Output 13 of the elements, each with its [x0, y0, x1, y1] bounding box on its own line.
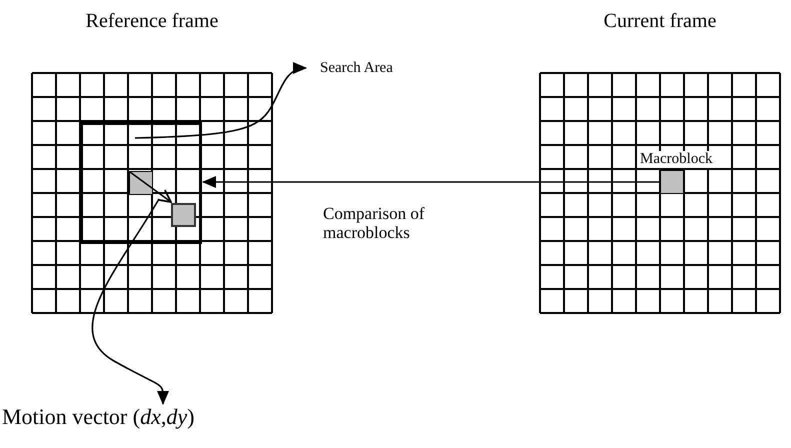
motion-vector-arrow: [130, 171, 172, 203]
search-area-box: [80, 122, 202, 244]
leader-line: [134, 63, 307, 139]
motion-vector-label: Motion vector (dx,dy): [2, 405, 194, 430]
leader-line: [92, 198, 170, 405]
macroblock-square: [171, 203, 196, 227]
frame-title: Current frame: [602, 10, 718, 32]
matching-block: [129, 171, 153, 195]
frame-title: Reference frame: [84, 10, 220, 32]
block-label: Macroblock: [640, 151, 712, 168]
search-area-label: Search Area: [320, 60, 393, 76]
arrow: [202, 176, 659, 188]
macroblock-square: [660, 170, 684, 194]
